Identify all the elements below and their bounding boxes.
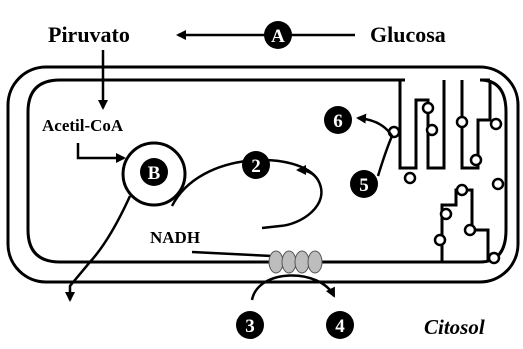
acetyl-to-cycle-arrow [76, 143, 126, 163]
atp-synthase [268, 250, 323, 274]
marker-b-label: B [148, 163, 161, 184]
marker-5-label: 5 [359, 175, 369, 196]
marker-4-label: 4 [335, 316, 345, 337]
marker-3: 3 [236, 311, 264, 339]
atp-flow-arrow [250, 274, 336, 301]
crista-2 [460, 80, 492, 170]
marker-b [140, 158, 168, 186]
acetil-coa-label: Acetil-CoA [42, 116, 124, 135]
marker-5: 5 [350, 170, 378, 198]
marker-6-label: 6 [333, 111, 343, 132]
marker-4: 4 [326, 311, 354, 339]
electron-arrow-to-2 [296, 165, 320, 181]
crista-3 [440, 188, 490, 262]
piruvato-label: Piruvato [48, 22, 130, 47]
co2-out-arrow [65, 195, 132, 302]
marker-a-label: A [271, 26, 285, 47]
glucosa-label: Glucosa [370, 22, 446, 47]
marker-2: 2 [242, 151, 270, 179]
crista-1 [398, 80, 446, 170]
nadh-label: NADH [150, 228, 200, 247]
marker-3-label: 3 [245, 316, 255, 337]
marker-2-label: 2 [251, 156, 261, 177]
marker-5-to-6-arrow [356, 113, 394, 177]
marker-6: 6 [324, 106, 352, 134]
citosol-label: Citosol [424, 315, 485, 339]
marker-a: A [264, 21, 292, 49]
cristae-particles [387, 101, 505, 265]
nadh-line [191, 250, 273, 258]
